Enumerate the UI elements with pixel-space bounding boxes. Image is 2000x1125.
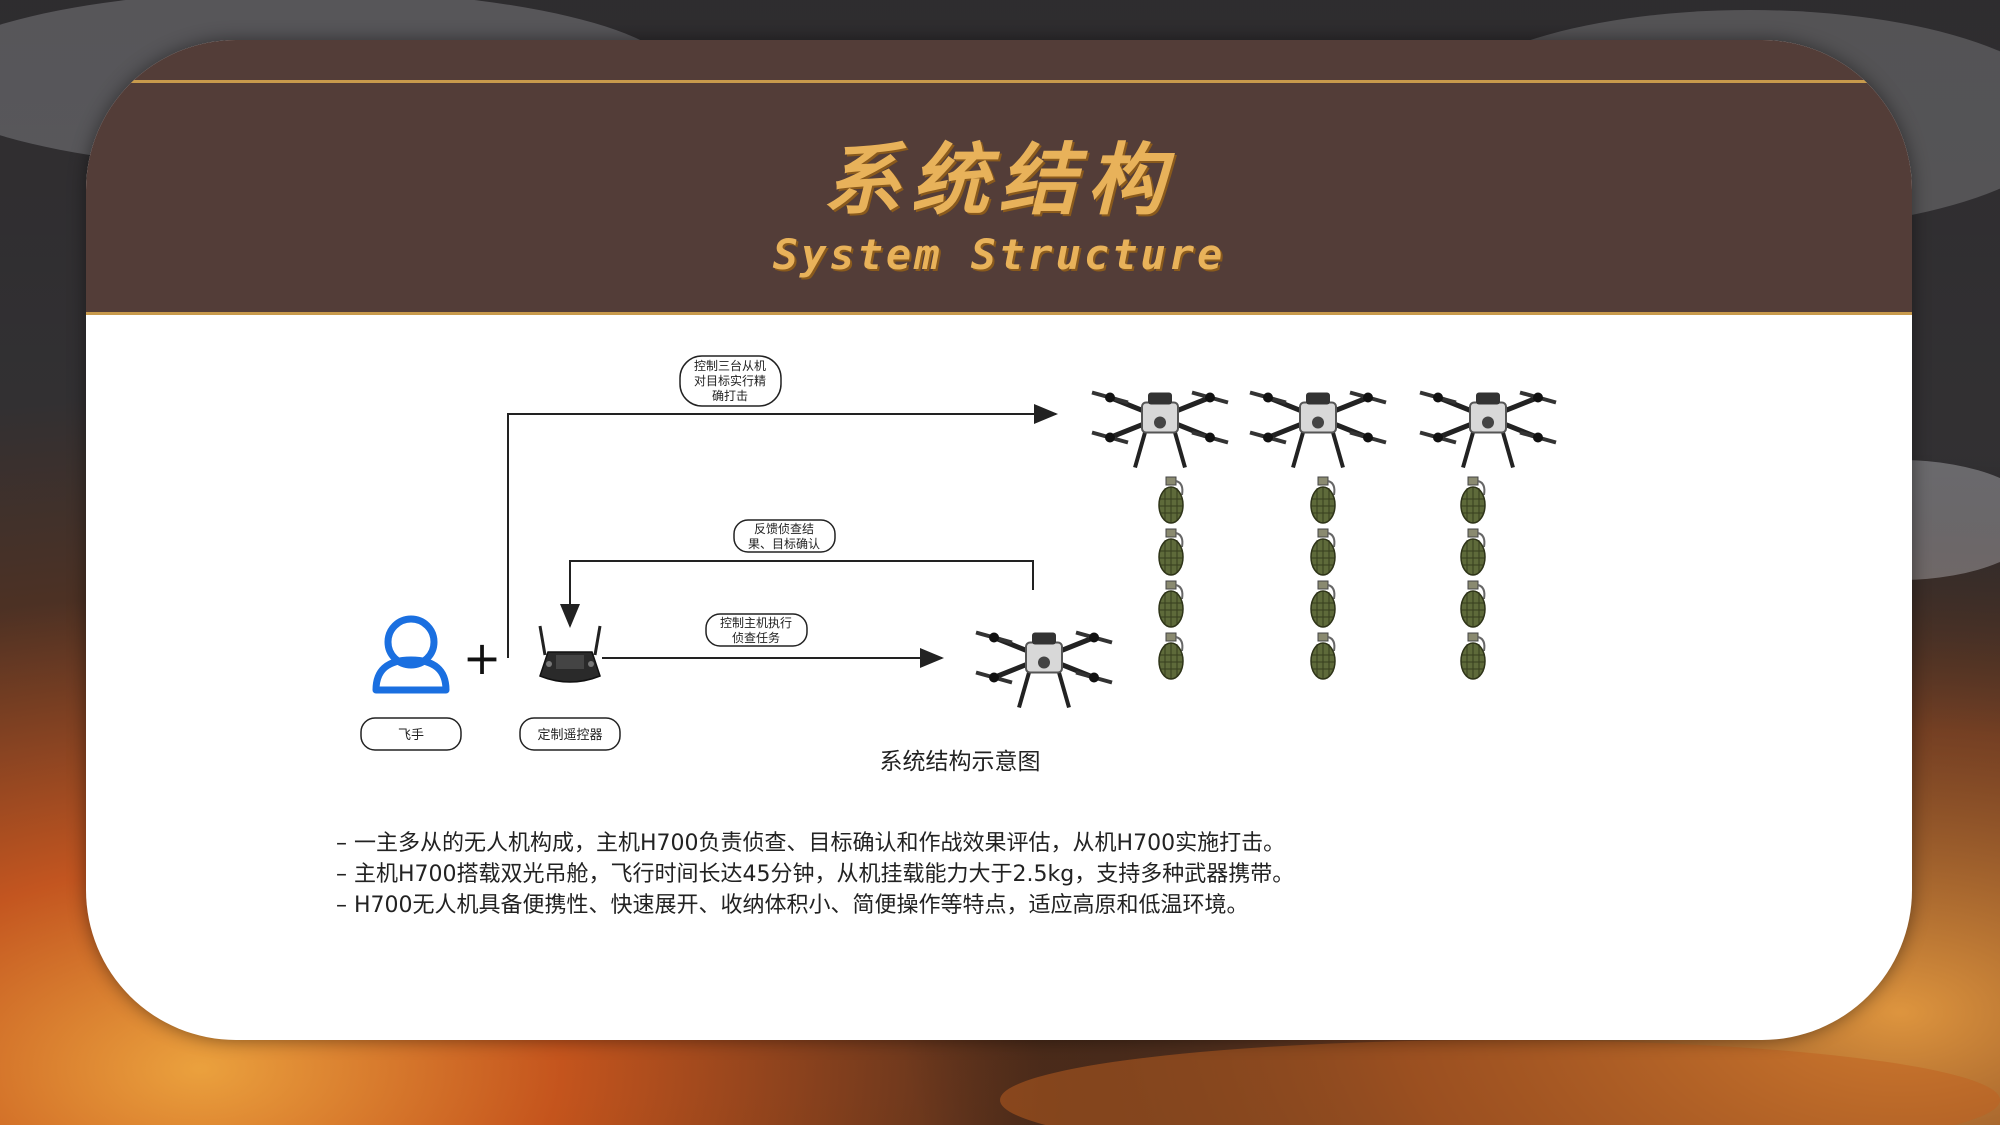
feedback-label: 反馈侦查结 果、目标确认 bbox=[733, 519, 836, 553]
svg-text:定制遥控器: 定制遥控器 bbox=[537, 728, 602, 743]
master-drone-icon bbox=[976, 633, 1112, 708]
plus-sign: + bbox=[463, 631, 502, 685]
controller-label: 定制遥控器 bbox=[519, 717, 621, 751]
strike-label-line1: 控制三台从机 bbox=[694, 358, 766, 373]
grenade-icon bbox=[1158, 476, 1184, 524]
command-label: 控制主机执行 侦查任务 bbox=[705, 613, 808, 647]
diagram-caption: 系统结构示意图 bbox=[879, 749, 1041, 775]
grenade-column-3 bbox=[1460, 476, 1486, 680]
strike-label: 控制三台从机 对目标实行精 确打击 bbox=[679, 355, 782, 407]
grenade-icon bbox=[1158, 632, 1184, 680]
remote-controller-icon bbox=[538, 625, 602, 683]
grenade-icon bbox=[1310, 580, 1336, 628]
grenade-icon bbox=[1310, 632, 1336, 680]
bullet-item: – 一主多从的无人机构成，主机H700负责侦查、目标确认和作战效果评估，从机H7… bbox=[336, 831, 1286, 856]
grenade-icon bbox=[1158, 580, 1184, 628]
grenade-icon bbox=[1158, 528, 1184, 576]
feedback-label-line1: 反馈侦查结 bbox=[754, 522, 814, 536]
grenade-column-2 bbox=[1310, 476, 1336, 680]
person-icon bbox=[372, 615, 450, 694]
grenade-icon bbox=[1310, 476, 1336, 524]
strike-label-line3: 确打击 bbox=[712, 389, 748, 403]
grenade-column-1 bbox=[1158, 476, 1184, 680]
grenade-icon bbox=[1460, 476, 1486, 524]
grenade-icon bbox=[1460, 632, 1486, 680]
page-title: 系统结构 bbox=[822, 136, 1175, 226]
header-banner: 系统结构 System Structure bbox=[86, 40, 1912, 315]
strike-label-line2: 对目标实行精 bbox=[694, 373, 766, 388]
grenade-icon bbox=[1460, 528, 1486, 576]
command-label-line2: 侦查任务 bbox=[732, 630, 780, 645]
page-subtitle: System Structure bbox=[772, 230, 1226, 279]
slave-drone-1-icon bbox=[1092, 393, 1228, 468]
command-label-line1: 控制主机执行 bbox=[720, 616, 792, 630]
bullet-list: – 一主多从的无人机构成，主机H700负责侦查、目标确认和作战效果评估，从机H7… bbox=[336, 828, 1636, 921]
slave-drone-3-icon bbox=[1420, 393, 1556, 468]
slave-drone-2-icon bbox=[1250, 393, 1386, 468]
strike-arrow bbox=[507, 404, 1058, 658]
feedback-label-line2: 果、目标确认 bbox=[748, 537, 820, 551]
bullet-item: – 主机H700搭载双光吊舱，飞行时间长达45分钟，从机挂载能力大于2.5kg，… bbox=[336, 862, 1295, 887]
grenade-icon bbox=[1310, 528, 1336, 576]
content-card: 系统结构 System Structure bbox=[86, 40, 1912, 1040]
svg-text:飞手: 飞手 bbox=[398, 728, 424, 743]
bullet-item: – H700无人机具备便携性、快速展开、收纳体积小、简便操作等特点，适应高原和低… bbox=[336, 893, 1249, 918]
grenade-icon bbox=[1460, 580, 1486, 628]
pilot-label: 飞手 bbox=[360, 717, 462, 751]
feedback-arrow bbox=[560, 560, 1034, 628]
